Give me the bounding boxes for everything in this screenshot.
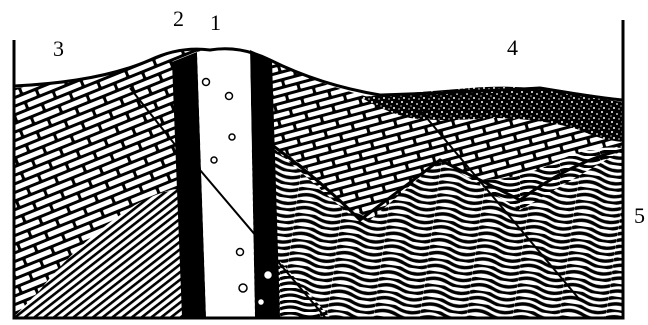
label-4: 4: [507, 35, 518, 60]
label-5: 5: [634, 203, 645, 228]
label-1: 1: [210, 10, 221, 35]
label-3: 3: [53, 36, 64, 61]
label-2: 2: [173, 6, 184, 31]
